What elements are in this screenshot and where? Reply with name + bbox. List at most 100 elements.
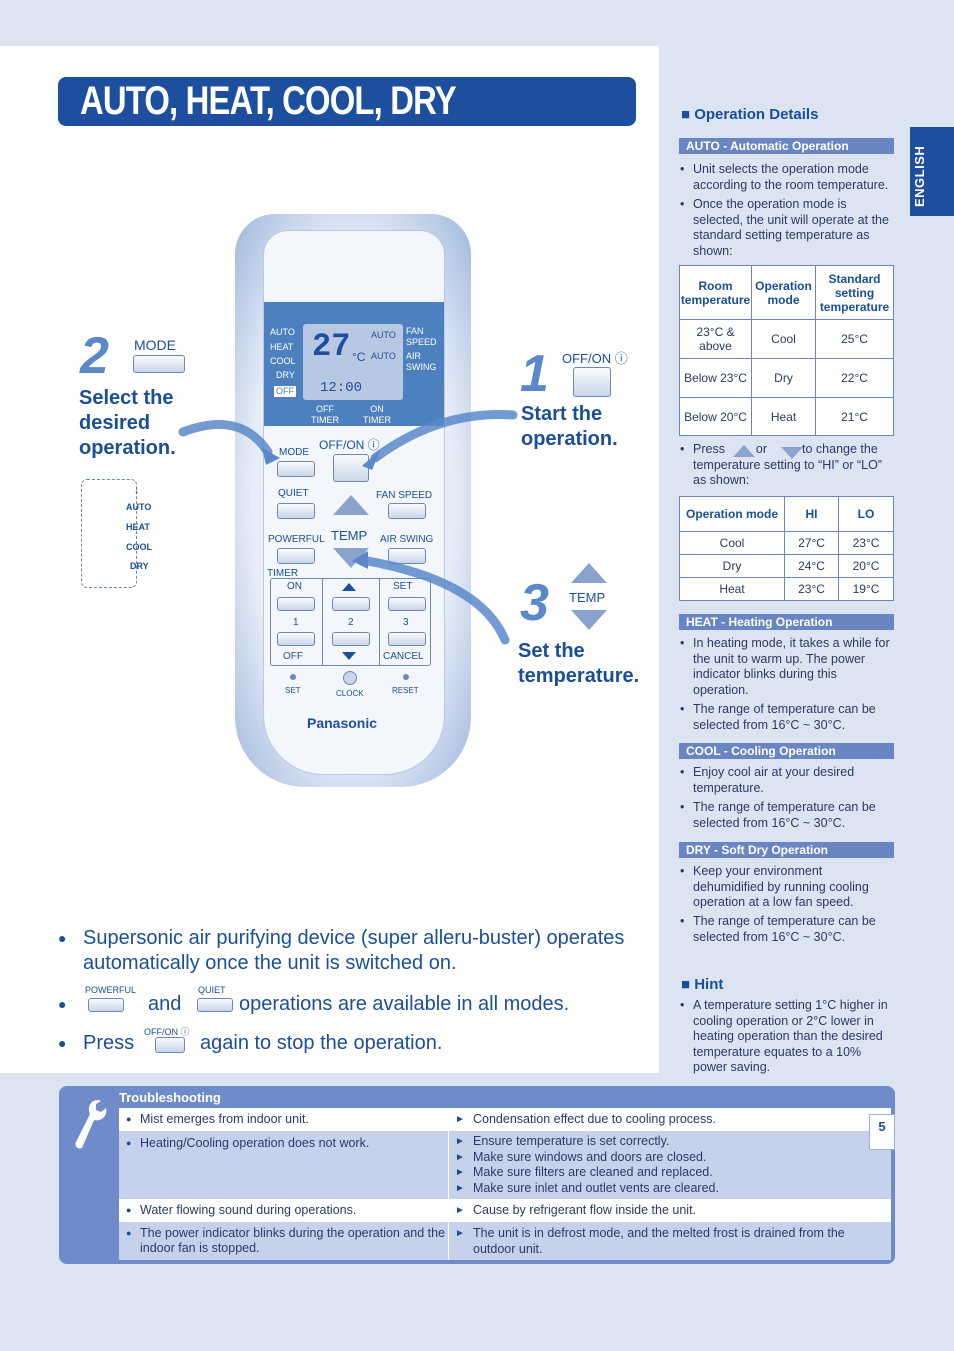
timer-on-label: ON	[287, 581, 302, 592]
timer-group	[270, 578, 431, 666]
quiet-mini-icon	[197, 998, 233, 1012]
step-3-button-label: TEMP	[569, 590, 606, 605]
step-3-number: 3	[520, 574, 549, 632]
remote-fan-speed-button[interactable]	[388, 503, 426, 519]
auto-bar: AUTO - Automatic Operation	[679, 138, 894, 154]
timer-3-label: 3	[403, 617, 409, 628]
pointer-arrows	[178, 410, 518, 645]
timer-cancel-button[interactable]	[388, 632, 426, 646]
timer-down-icon	[342, 652, 356, 660]
auto-bullet: Unit selects the operation mode accordin…	[680, 162, 895, 193]
timer-2-label: 2	[348, 617, 354, 628]
step-1-button-label: OFF/ON ⓘ	[562, 351, 628, 366]
set-small-label: SET	[285, 686, 301, 695]
timer-set-label: SET	[393, 581, 413, 592]
remote-air-swing-button[interactable]	[388, 548, 426, 564]
remote-quiet-label: QUIET	[278, 488, 309, 499]
bullet-stop: ● Press OFF/ON ⓘ again to stop the opera…	[58, 1027, 443, 1054]
powerful-mini-label: POWERFUL	[85, 985, 137, 995]
timer-divider	[379, 578, 380, 666]
timer-up-icon	[342, 583, 356, 591]
press-bullet: Press or to change the temperature setti…	[680, 442, 895, 489]
table-row: ●Mist emerges from indoor unit. ►Condens…	[119, 1108, 891, 1131]
dry-bullet: Keep your environment dehumidified by ru…	[680, 864, 895, 911]
mode-cycle-item: HEAT	[126, 522, 150, 532]
step-1-number: 1	[520, 345, 549, 403]
temp-down-icon	[571, 610, 607, 630]
offon-mini-label: OFF/ON ⓘ	[144, 1027, 190, 1037]
wrench-icon	[75, 1100, 107, 1149]
lcd-off-timer: OFF TIMER	[311, 404, 339, 425]
operation-details-heading: ■ Operation Details	[681, 106, 819, 123]
bullet-purifier: ● Supersonic air purifying device (super…	[58, 927, 625, 974]
lcd-screen	[303, 324, 403, 400]
hint-bullet: A temperature setting 1°C higher in cool…	[680, 998, 895, 1076]
lcd-mode-dry: DRY	[276, 370, 295, 380]
timer-1-label: 1	[293, 617, 299, 628]
lcd-fan-speed: FAN SPEED	[406, 326, 437, 347]
lcd-on-timer: ON TIMER	[363, 404, 391, 425]
remote-air-swing-label: AIR SWING	[380, 534, 434, 545]
cool-bullet: Enjoy cool air at your desired temperatu…	[680, 765, 895, 796]
timer-cancel-label: CANCEL	[383, 651, 424, 662]
dry-bar: DRY - Soft Dry Operation	[679, 842, 894, 858]
clock-button[interactable]	[343, 671, 357, 685]
title-bar: AUTO, HEAT, COOL, DRY	[58, 77, 636, 126]
language-tab-label: ENGLISH	[912, 145, 927, 207]
troubleshooting-title: Troubleshooting	[119, 1090, 221, 1105]
mode-cycle-box: ↓ AUTO HEAT COOL DRY	[81, 479, 152, 588]
heat-bullet: In heating mode, it takes a while for th…	[680, 636, 895, 698]
lcd-auto-swing: AUTO	[371, 351, 396, 361]
set-button[interactable]	[290, 674, 296, 680]
timer-down-button[interactable]	[332, 632, 370, 646]
mode-cycle-item: AUTO	[126, 502, 152, 512]
remote-powerful-button[interactable]	[277, 548, 315, 564]
lcd-auto-fan: AUTO	[371, 330, 396, 340]
bullet-modes: ● POWERFUL and QUIET operations are avai…	[58, 985, 570, 1015]
powerful-mini-icon	[88, 998, 124, 1012]
remote-mode-label: MODE	[279, 447, 309, 458]
hint-heading: ■ Hint	[681, 976, 724, 993]
lcd-mode-cool: COOL	[270, 356, 296, 366]
timer-set-button[interactable]	[388, 597, 426, 611]
reset-button[interactable]	[403, 674, 409, 680]
cool-bullet: The range of temperature can be selected…	[680, 800, 895, 831]
timer-off-label: OFF	[283, 651, 303, 662]
clock-label: CLOCK	[336, 689, 364, 698]
remote-temp-up-button[interactable]	[333, 495, 369, 515]
lcd-temperature: 27	[312, 328, 351, 365]
table-row: ●Water flowing sound during operations. …	[119, 1199, 891, 1222]
lcd-mode-auto: AUTO	[270, 327, 295, 337]
heat-bar: HEAT - Heating Operation	[679, 614, 894, 630]
remote-quiet-button[interactable]	[277, 503, 315, 519]
remote-timer-label: TIMER	[267, 568, 299, 579]
remote-fan-speed-label: FAN SPEED	[376, 490, 433, 501]
lcd-unit: °C	[352, 350, 366, 364]
mode-button-icon	[133, 355, 185, 373]
timer-up-button[interactable]	[332, 597, 370, 611]
timer-off-button[interactable]	[277, 632, 315, 646]
quiet-mini-label: QUIET	[198, 985, 226, 995]
lcd-off: OFF	[274, 386, 296, 397]
column-divider	[448, 1108, 449, 1260]
timer-divider	[322, 578, 323, 666]
lcd-mode-heat: HEAT	[270, 342, 294, 352]
heat-bullet: The range of temperature can be selected…	[680, 702, 895, 733]
auto-bullet: Once the operation mode is selected, the…	[680, 197, 895, 259]
remote-mode-button[interactable]	[277, 461, 315, 477]
timer-on-button[interactable]	[277, 597, 315, 611]
page-number: 5	[869, 1114, 895, 1150]
step-2-button-label: MODE	[134, 337, 176, 353]
offon-mini-icon	[155, 1037, 185, 1053]
language-tab	[910, 127, 954, 216]
brand-logo: Panasonic	[307, 715, 378, 731]
remote-temp-label: TEMP	[331, 528, 368, 543]
table-row: ●Heating/Cooling operation does not work…	[119, 1131, 891, 1199]
mode-cycle-item: COOL	[126, 542, 152, 552]
remote-offon-label: OFF/ON ⓘ	[319, 438, 380, 452]
standard-temp-table: Room temperature Operation mode Standard…	[679, 265, 894, 436]
lcd-air-swing: AIR SWING	[406, 351, 437, 372]
